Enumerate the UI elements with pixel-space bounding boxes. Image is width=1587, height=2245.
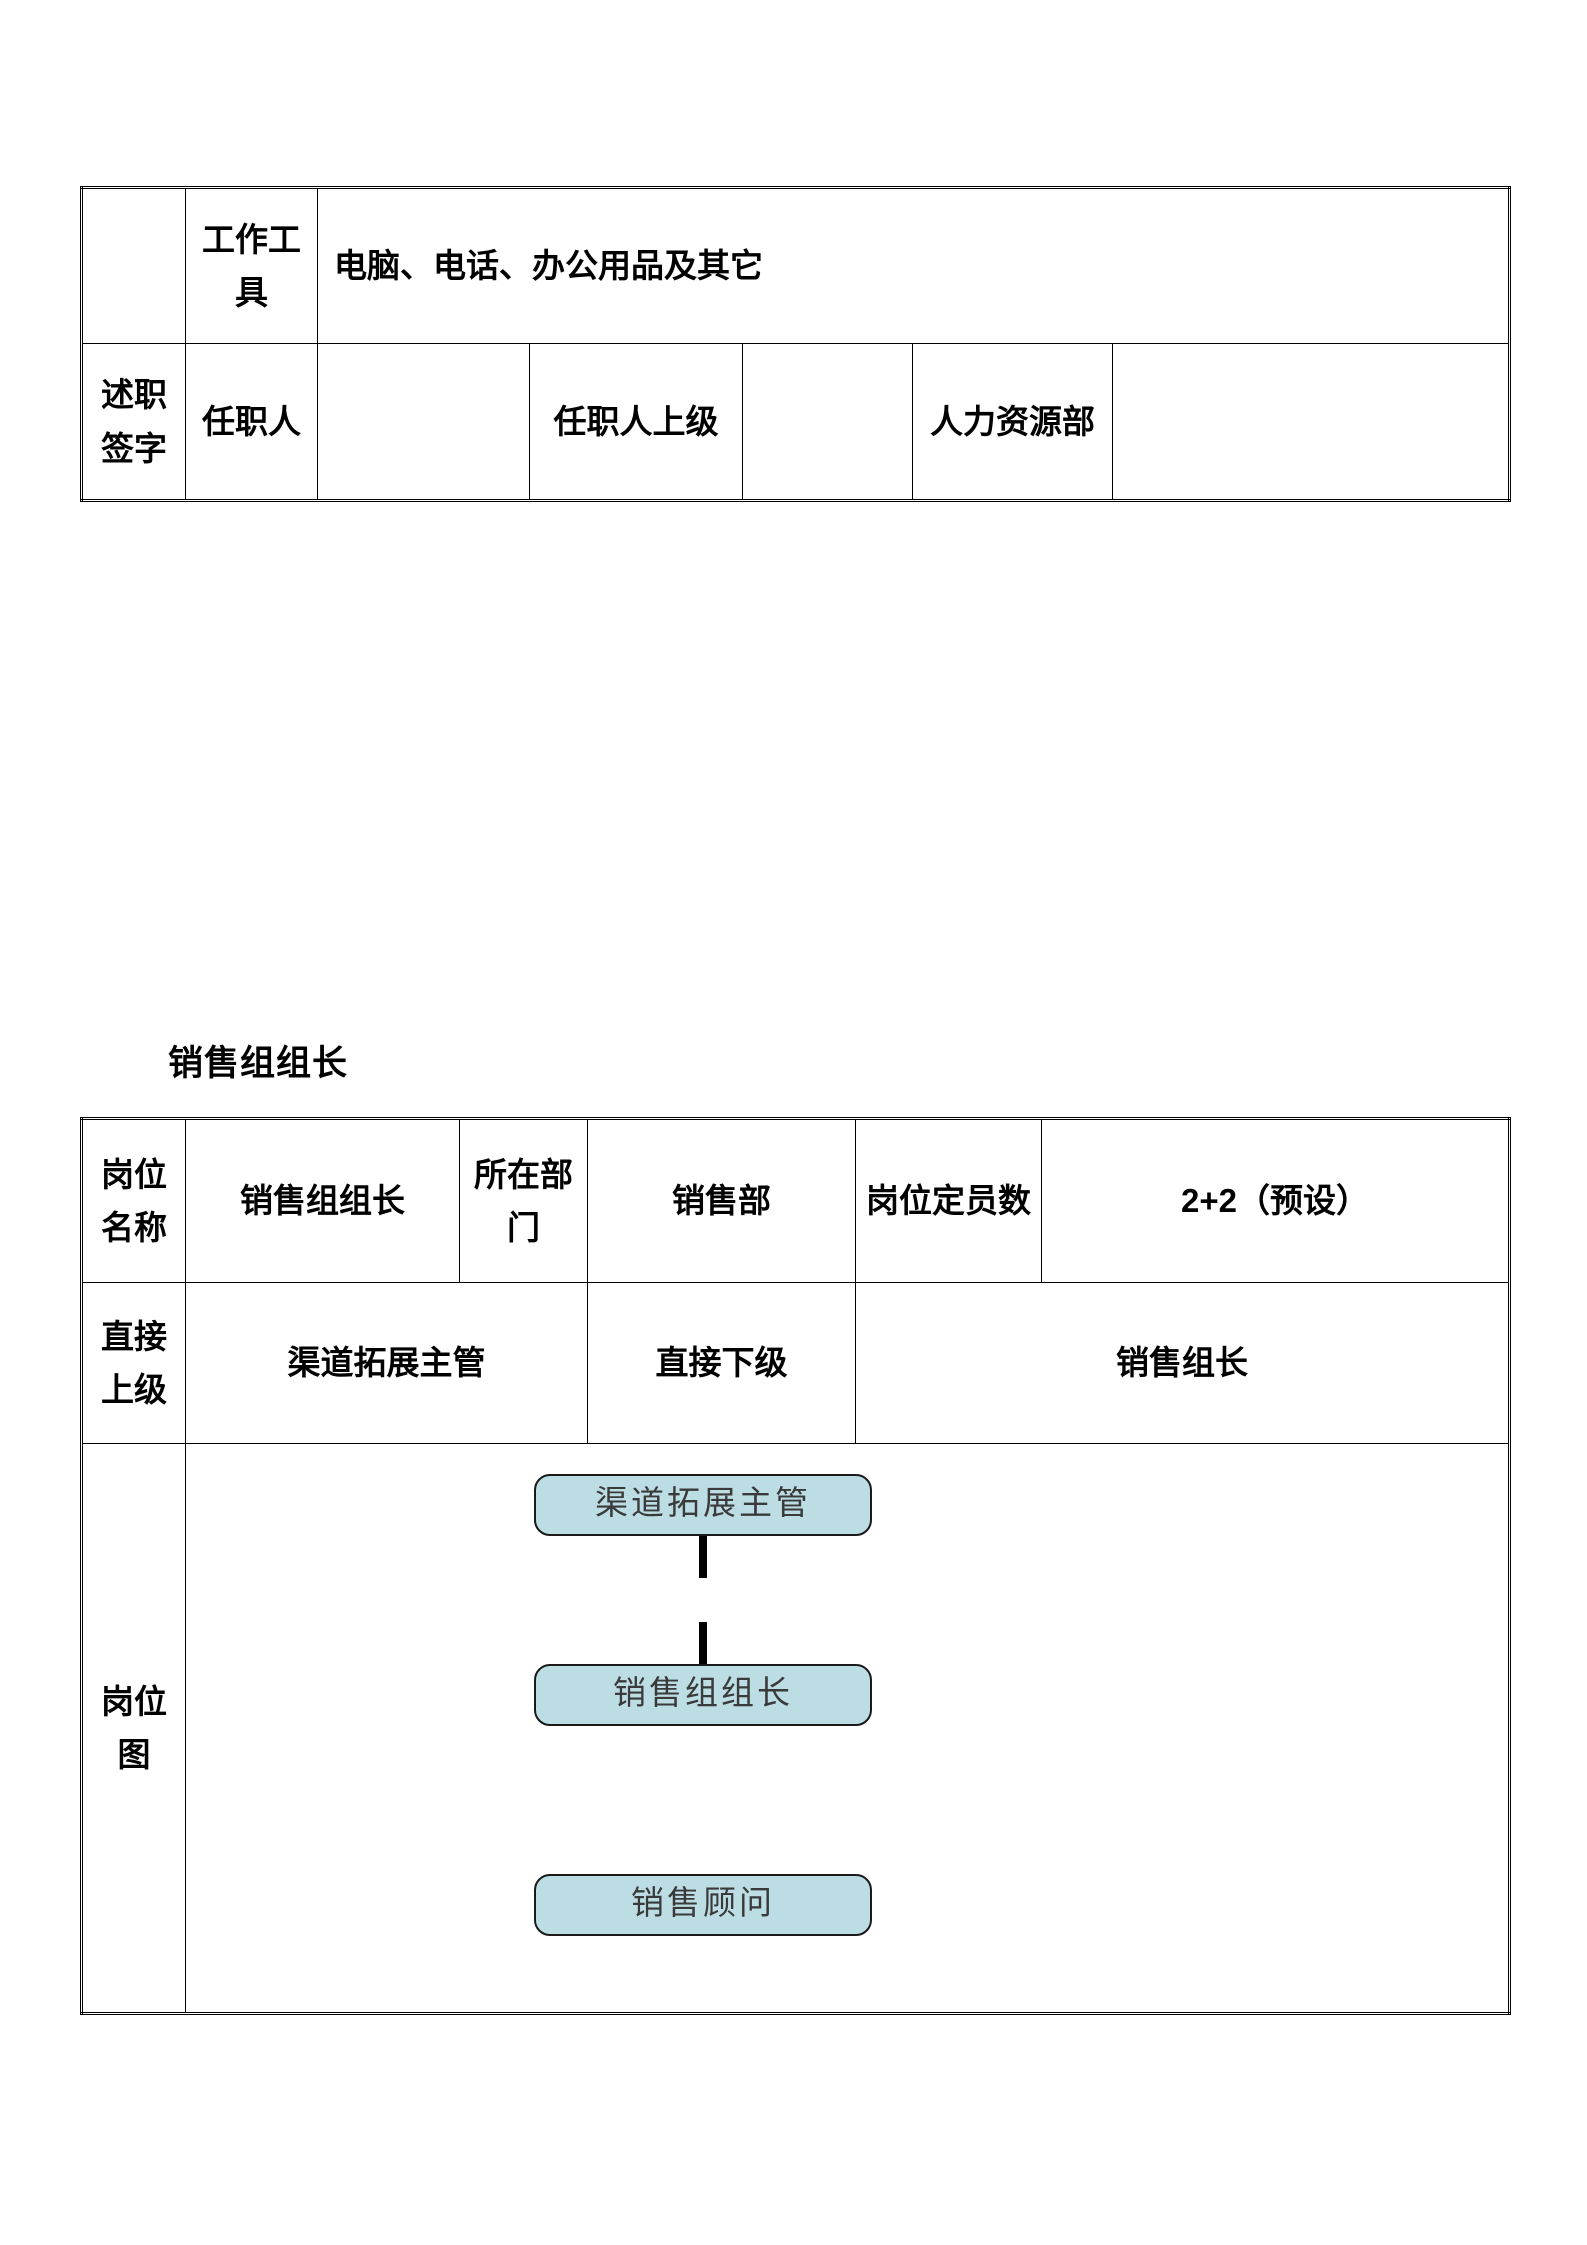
position-chart-label: 岗位图 bbox=[81, 1443, 186, 2014]
position-name-label: 岗位名称 bbox=[81, 1118, 186, 1283]
org-box-consultant: 销售顾问 bbox=[534, 1874, 872, 1936]
section-heading: 销售组组长 bbox=[168, 1044, 349, 1083]
direct-superior-value: 渠道拓展主管 bbox=[185, 1282, 588, 1444]
department-label: 所在部门 bbox=[459, 1118, 588, 1283]
table-row: 工作工具 电脑、电话、办公用品及其它 bbox=[81, 187, 1511, 344]
org-connector-lower bbox=[699, 1622, 707, 1664]
signature-supervisor-value bbox=[742, 343, 913, 501]
position-name-value: 销售组组长 bbox=[185, 1118, 460, 1283]
signature-incumbent-value bbox=[317, 343, 530, 501]
position-description-table: 岗位名称 销售组组长 所在部门 销售部 岗位定员数 2+2（预设） 直接上级 渠… bbox=[80, 1117, 1511, 2015]
headcount-value: 2+2（预设） bbox=[1041, 1118, 1510, 1283]
department-value: 销售部 bbox=[587, 1118, 856, 1283]
tools-row-label: 工作工具 bbox=[185, 187, 318, 344]
org-connector-upper bbox=[699, 1536, 707, 1578]
direct-superior-label: 直接上级 bbox=[81, 1282, 186, 1444]
table-row: 述职签字 任职人 任职人上级 人力资源部 bbox=[81, 343, 1511, 501]
headcount-label: 岗位定员数 bbox=[855, 1118, 1042, 1283]
direct-subordinate-label: 直接下级 bbox=[587, 1282, 856, 1444]
signature-hr-label: 人力资源部 bbox=[912, 343, 1113, 501]
signature-supervisor-label: 任职人上级 bbox=[529, 343, 743, 501]
signature-hr-value bbox=[1111, 343, 1511, 501]
direct-subordinate-value: 销售组长 bbox=[855, 1282, 1510, 1444]
org-box-leader: 销售组组长 bbox=[534, 1664, 872, 1726]
org-chart: 渠道拓展主管 销售组组长 销售顾问 bbox=[186, 1444, 1508, 2012]
table-row: 岗位图 渠道拓展主管 销售组组长 销售顾问 bbox=[81, 1443, 1510, 2014]
signature-row-label: 述职签字 bbox=[81, 343, 186, 501]
tools-row-blank bbox=[81, 187, 186, 344]
table-row: 岗位名称 销售组组长 所在部门 销售部 岗位定员数 2+2（预设） bbox=[81, 1118, 1510, 1283]
table-row: 直接上级 渠道拓展主管 直接下级 销售组长 bbox=[81, 1282, 1510, 1444]
org-box-supervisor: 渠道拓展主管 bbox=[534, 1474, 872, 1536]
position-chart-cell: 渠道拓展主管 销售组组长 销售顾问 bbox=[185, 1443, 1510, 2014]
signature-incumbent-label: 任职人 bbox=[185, 343, 318, 501]
tools-signature-table: 工作工具 电脑、电话、办公用品及其它 述职签字 任职人 任职人上级 人力资源部 bbox=[80, 186, 1512, 502]
tools-row-value: 电脑、电话、办公用品及其它 bbox=[316, 187, 1511, 344]
